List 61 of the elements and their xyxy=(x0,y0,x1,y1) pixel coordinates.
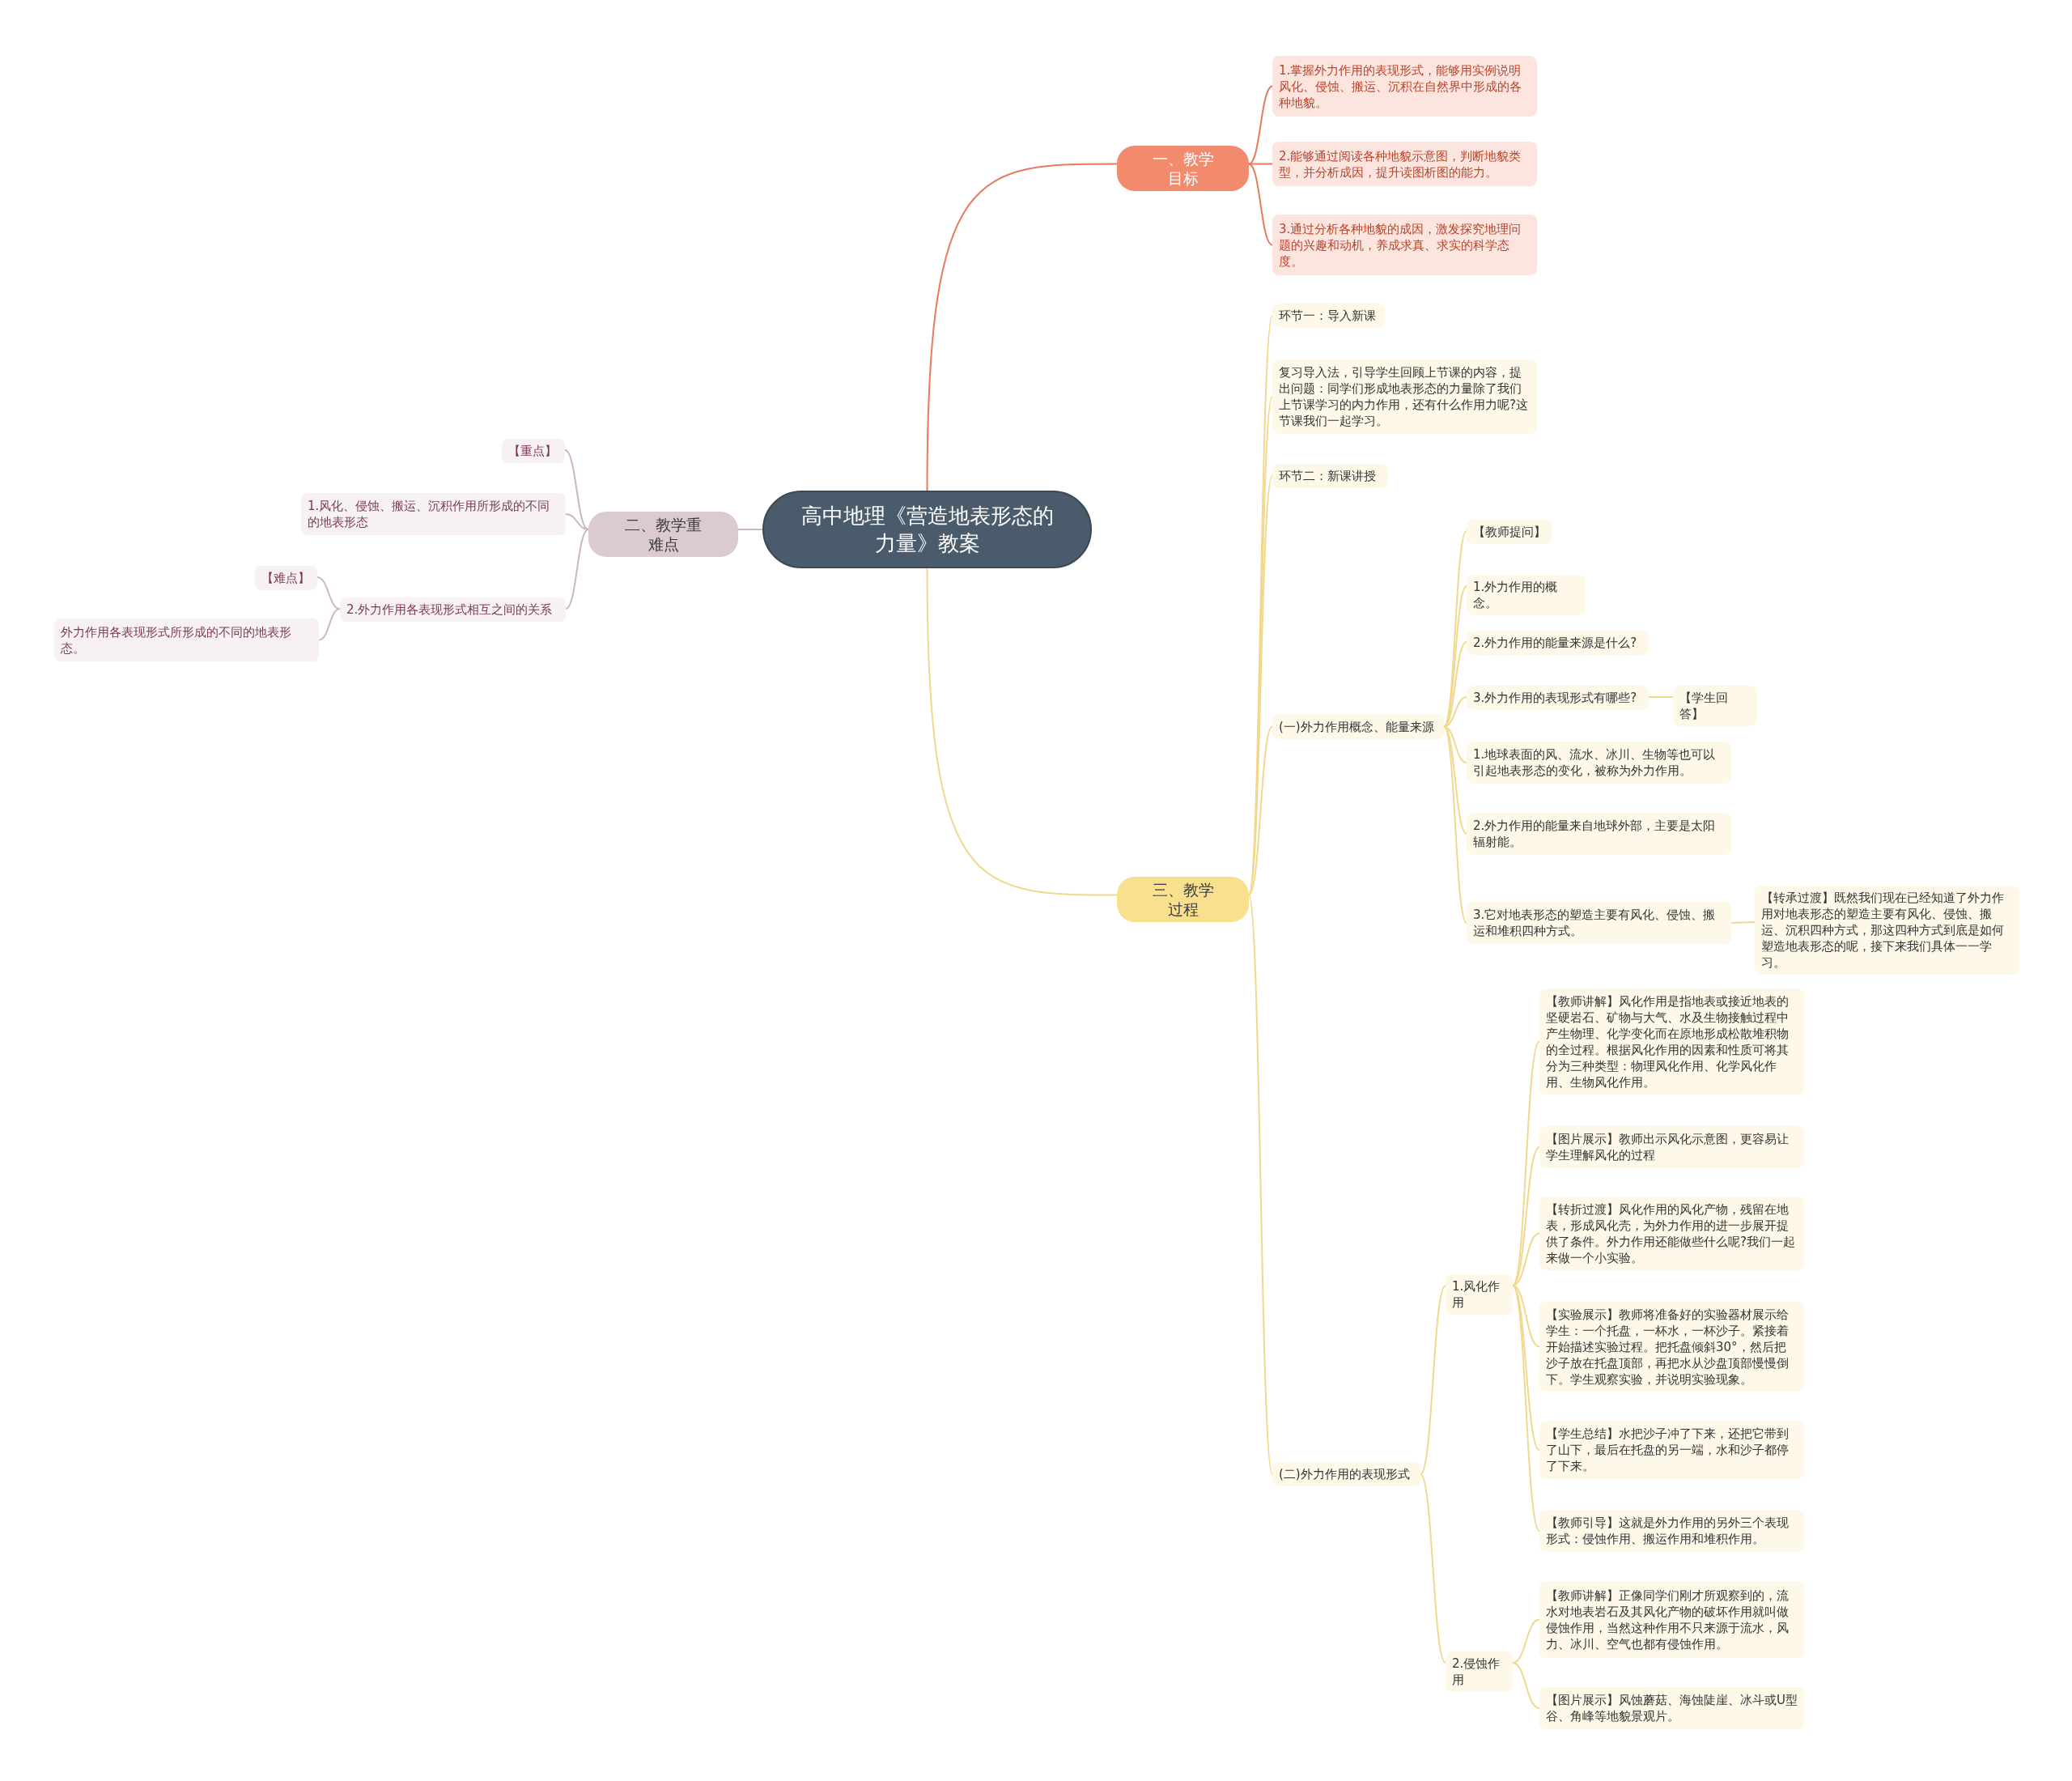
connector xyxy=(926,163,1118,491)
connector xyxy=(1648,696,1674,698)
connector xyxy=(1248,163,1273,246)
connector xyxy=(1420,1285,1446,1475)
connector xyxy=(1512,1146,1540,1286)
topic-box: 环节二：新课讲授 xyxy=(1272,464,1388,488)
topic-box: (二)外力作用的表现形式 xyxy=(1272,1462,1420,1486)
connector xyxy=(1512,1618,1540,1664)
topic-box: 环节一：导入新课 xyxy=(1272,304,1385,328)
topic-box: 2.外力作用各表现形式相互之间的关系 xyxy=(340,597,566,622)
topic-box: 2.侵蚀作用 xyxy=(1446,1651,1513,1692)
topic-box: 【学生回答】 xyxy=(1673,686,1757,726)
topic-box: 复习导入法，引导学生回顾上节课的内容，提出问题：同学们形成地表形态的力量除了我们上节课学习的内力作用，还有什么作用力呢?这节课我们一起学习。 xyxy=(1272,359,1537,434)
connector xyxy=(926,567,1118,896)
connector xyxy=(1512,1662,1540,1709)
topic-box: 1.外力作用的概念。 xyxy=(1467,575,1586,615)
topic-box: 3.它对地表形态的塑造主要有风化、侵蚀、搬运和堆积四种方式。 xyxy=(1467,902,1731,944)
connector xyxy=(316,576,341,610)
connector xyxy=(1443,725,1467,924)
connector xyxy=(565,529,589,610)
connector xyxy=(564,449,589,530)
topic-box: 【学生总结】水把沙子冲了下来，还把它带到了山下，最后在托盘的另一端，水和沙子都停了下来。 xyxy=(1539,1421,1804,1479)
central-topic: 高中地理《营造地表形态的力量》教案 xyxy=(762,491,1092,568)
topic-box: 1.风化、侵蚀、搬运、沉积作用所形成的不同的地表形态 xyxy=(301,493,566,535)
branch-topic: 三、教学过程 xyxy=(1117,877,1249,922)
topic-box: 【教师讲解】正像同学们刚才所观察到的，流水对地表岩石及其风化产物的破坏作用就叫做侵蚀作用，当然这种作用不只来源于流水，风力、冰川、空气也都有侵蚀作用。 xyxy=(1539,1581,1804,1658)
connector xyxy=(737,529,763,530)
topic-box: 【转折过渡】风化作用的风化产物，残留在地表，形成风化壳，为外力作用的进一步展开提供了条件。外力作用还能做些什么呢?我们一起来做一个小实验。 xyxy=(1539,1197,1804,1270)
topic-box: 2.外力作用的能量来源是什么? xyxy=(1467,631,1649,655)
connector xyxy=(1248,85,1273,165)
topic-box: 3.通过分析各种地貌的成因，激发探究地理问题的兴趣和动机，养成求真、求实的科学态度。 xyxy=(1272,215,1537,275)
topic-box: 2.外力作用的能量来自地球外部，主要是太阳辐射能。 xyxy=(1467,813,1731,855)
connector xyxy=(1420,1473,1446,1664)
topic-box: 【图片展示】风蚀蘑菇、海蚀陡崖、冰斗或U型谷、角峰等地貌景观片。 xyxy=(1539,1687,1804,1729)
topic-box: 1.风化作用 xyxy=(1446,1274,1513,1315)
topic-box: (一)外力作用概念、能量来源 xyxy=(1272,714,1444,739)
connector xyxy=(1730,921,1756,924)
topic-box: 外力作用各表现形式所形成的不同的地表形态。 xyxy=(54,618,319,661)
topic-box: 1.掌握外力作用的表现形式，能够用实例说明风化、侵蚀、搬运、沉积在自然界中形成的各种地貌。 xyxy=(1272,56,1537,117)
connector xyxy=(1512,1285,1540,1451)
topic-box: 【教师讲解】风化作用是指地表或接近地表的坚硬岩石、矿物与大气、水及生物接触过程中产生物理、化学变化而在原地形成松散堆积物的全过程。根据风化作用的因素和性质可将其分为三种类型：物理风化作用、化学风化作用、生物风化作用。 xyxy=(1539,988,1804,1095)
branch-topic: 二、教学重难点 xyxy=(588,512,738,557)
connector xyxy=(1248,725,1273,896)
topic-box: 【实验展示】教师将准备好的实验器材展示给学生：一个托盘，一杯水，一杯沙子。紧接着开始描述实验过程。把托盘倾斜30°，然后把沙子放在托盘顶部，再把水从沙盘顶部慢慢倒下。学生观察实验，并说明实验现象。 xyxy=(1539,1302,1804,1392)
topic-box: 1.地球表面的风、流水、冰川、生物等也可以引起地表形态的变化，被称为外力作用。 xyxy=(1467,742,1731,784)
topic-box: 【难点】 xyxy=(255,566,317,590)
connector xyxy=(1248,894,1273,1475)
connector xyxy=(1443,585,1467,728)
topic-box: 2.能够通过阅读各种地貌示意图，判断地貌类型，并分析成因，提升读图析图的能力。 xyxy=(1272,142,1537,186)
connector xyxy=(1512,1232,1540,1286)
topic-box: 【转承过渡】既然我们现在已经知道了外力作用对地表形态的塑造主要有风化、侵蚀、搬运、沉积四种方式，那这四种方式到底是如何塑造地表形态的呢，接下来我们具体一一学习。 xyxy=(1755,886,2019,975)
connector xyxy=(565,513,589,530)
topic-box: 3.外力作用的表现形式有哪些? xyxy=(1467,686,1649,710)
connector xyxy=(1512,1285,1540,1532)
connector xyxy=(1443,725,1467,835)
topic-box: 【教师引导】这就是外力作用的另外三个表现形式：侵蚀作用、搬运作用和堆积作用。 xyxy=(1539,1510,1804,1552)
branch-topic: 一、教学目标 xyxy=(1117,146,1249,191)
topic-box: 【图片展示】教师出示风化示意图，更容易让学生理解风化的过程 xyxy=(1539,1126,1804,1168)
topic-box: 【教师提问】 xyxy=(1467,520,1552,544)
connector xyxy=(318,608,341,641)
topic-box: 【重点】 xyxy=(502,439,565,463)
